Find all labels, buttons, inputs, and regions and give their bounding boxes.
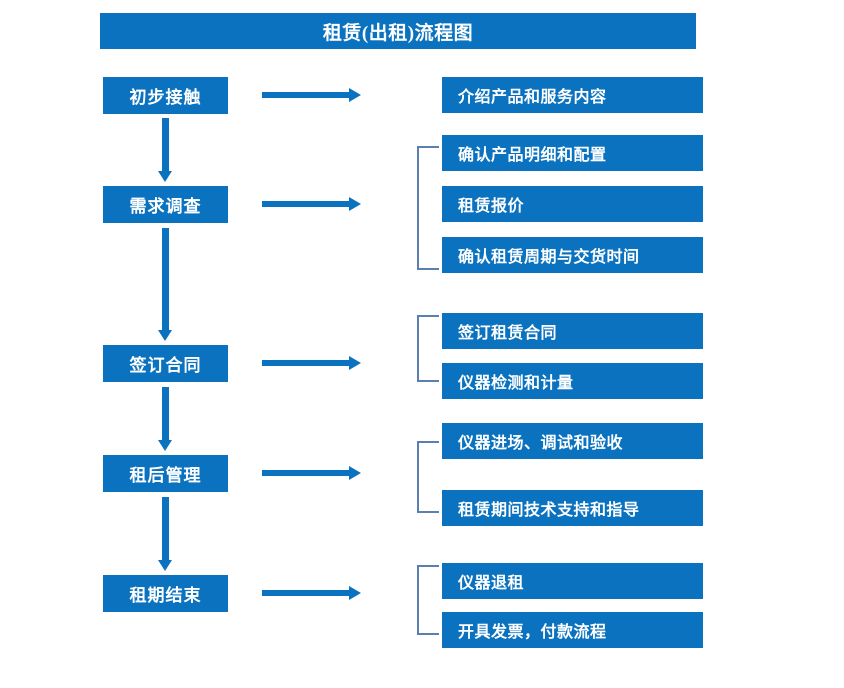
detail-box-technical-support[interactable]: 租赁期间技术支持和指导: [442, 490, 703, 526]
horizontal-arrow-icon-1: [262, 88, 361, 102]
detail-box-instrument-entry-commission[interactable]: 仪器进场、调试和验收: [442, 423, 703, 459]
group-bracket-post-rental-mgmt: [417, 441, 439, 513]
horizontal-arrow-icon-3: [262, 356, 361, 370]
stage-box-needs-survey[interactable]: 需求调查: [103, 186, 228, 223]
detail-box-rental-quotation[interactable]: 租赁报价: [442, 186, 703, 222]
vertical-arrow-icon-3: [158, 387, 172, 451]
stage-box-lease-end[interactable]: 租期结束: [103, 575, 228, 612]
horizontal-arrow-icon-4: [262, 466, 361, 480]
detail-box-invoice-payment[interactable]: 开具发票，付款流程: [442, 612, 703, 648]
horizontal-arrow-icon-5: [262, 586, 361, 600]
detail-box-instrument-inspection[interactable]: 仪器检测和计量: [442, 363, 703, 399]
stage-box-initial-contact[interactable]: 初步接触: [103, 77, 228, 114]
group-bracket-lease-end: [417, 565, 439, 635]
detail-box-confirm-period-delivery[interactable]: 确认租赁周期与交货时间: [442, 237, 703, 273]
diagram-title: 租赁(出租)流程图: [100, 13, 696, 49]
group-bracket-needs-survey: [417, 146, 439, 270]
detail-box-sign-rental-contract[interactable]: 签订租赁合同: [442, 313, 703, 349]
detail-box-confirm-spec-config[interactable]: 确认产品明细和配置: [442, 135, 703, 171]
vertical-arrow-icon-1: [158, 118, 172, 182]
detail-box-introduce-products[interactable]: 介绍产品和服务内容: [442, 77, 703, 113]
horizontal-arrow-icon-2: [262, 197, 361, 211]
stage-box-sign-contract[interactable]: 签订合同: [103, 345, 228, 382]
detail-box-instrument-return[interactable]: 仪器退租: [442, 563, 703, 599]
vertical-arrow-icon-2: [158, 228, 172, 341]
vertical-arrow-icon-4: [158, 497, 172, 571]
stage-box-post-rental-mgmt[interactable]: 租后管理: [103, 455, 228, 492]
group-bracket-sign-contract: [417, 315, 439, 382]
